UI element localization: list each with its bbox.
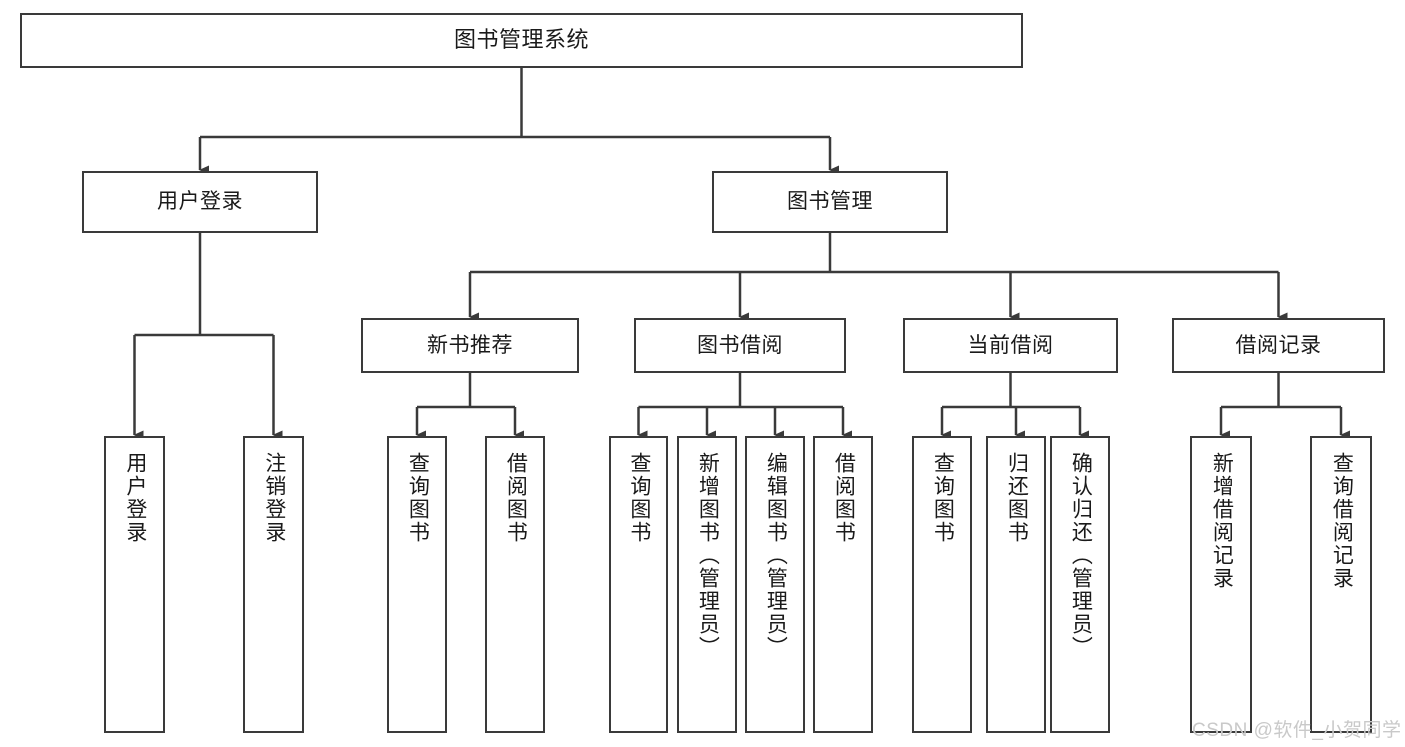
node-label-leaf-add-book: 新增图书（管理员） bbox=[696, 452, 720, 659]
node-label-leaf-user-logout: 注销登录 bbox=[262, 452, 286, 544]
node-label-new-book-rec: 新书推荐 bbox=[427, 333, 513, 357]
node-book-manage[interactable]: 图书管理 bbox=[712, 171, 948, 233]
node-user-login[interactable]: 用户登录 bbox=[82, 171, 318, 233]
node-leaf-borrow-book-rec[interactable]: 借阅图书 bbox=[485, 436, 545, 733]
node-leaf-return-book[interactable]: 归还图书 bbox=[986, 436, 1046, 733]
node-root[interactable]: 图书管理系统 bbox=[20, 13, 1023, 68]
node-leaf-query-book-rec[interactable]: 查询图书 bbox=[387, 436, 447, 733]
node-label-book-borrow: 图书借阅 bbox=[697, 333, 783, 357]
node-label-book-manage: 图书管理 bbox=[787, 190, 873, 214]
node-leaf-user-login[interactable]: 用户登录 bbox=[104, 436, 165, 733]
node-leaf-borrow-book[interactable]: 借阅图书 bbox=[813, 436, 873, 733]
node-label-leaf-confirm-return: 确认归还（管理员） bbox=[1069, 452, 1093, 659]
node-label-leaf-query-book-rec: 查询图书 bbox=[406, 452, 430, 544]
connector-lines bbox=[133, 68, 1350, 440]
node-label-leaf-user-login: 用户登录 bbox=[123, 452, 147, 544]
node-leaf-edit-book[interactable]: 编辑图书（管理员） bbox=[745, 436, 805, 733]
node-label-leaf-borrow-book: 借阅图书 bbox=[832, 452, 856, 544]
node-label-user-login: 用户登录 bbox=[157, 190, 243, 214]
node-book-borrow[interactable]: 图书借阅 bbox=[634, 318, 846, 373]
node-label-borrow-record: 借阅记录 bbox=[1235, 333, 1322, 357]
node-leaf-user-logout[interactable]: 注销登录 bbox=[243, 436, 304, 733]
node-label-leaf-return-book: 归还图书 bbox=[1005, 452, 1029, 544]
node-leaf-add-book[interactable]: 新增图书（管理员） bbox=[677, 436, 737, 733]
node-label-root: 图书管理系统 bbox=[453, 27, 589, 53]
node-leaf-query-record[interactable]: 查询借阅记录 bbox=[1310, 436, 1372, 733]
node-current-borrow[interactable]: 当前借阅 bbox=[903, 318, 1118, 373]
node-leaf-query-book-borrow[interactable]: 查询图书 bbox=[609, 436, 668, 733]
node-label-leaf-query-book-borrow: 查询图书 bbox=[627, 452, 651, 544]
node-label-current-borrow: 当前借阅 bbox=[967, 333, 1054, 357]
node-label-leaf-query-record: 查询借阅记录 bbox=[1330, 452, 1354, 590]
node-label-leaf-query-book-current: 查询图书 bbox=[931, 452, 955, 544]
node-borrow-record[interactable]: 借阅记录 bbox=[1172, 318, 1385, 373]
node-label-leaf-edit-book: 编辑图书（管理员） bbox=[764, 452, 788, 659]
node-leaf-add-record[interactable]: 新增借阅记录 bbox=[1190, 436, 1252, 733]
node-new-book-rec[interactable]: 新书推荐 bbox=[361, 318, 579, 373]
node-leaf-query-book-current[interactable]: 查询图书 bbox=[912, 436, 972, 733]
node-label-leaf-add-record: 新增借阅记录 bbox=[1210, 452, 1234, 590]
node-label-leaf-borrow-book-rec: 借阅图书 bbox=[504, 452, 528, 544]
node-leaf-confirm-return[interactable]: 确认归还（管理员） bbox=[1050, 436, 1110, 733]
